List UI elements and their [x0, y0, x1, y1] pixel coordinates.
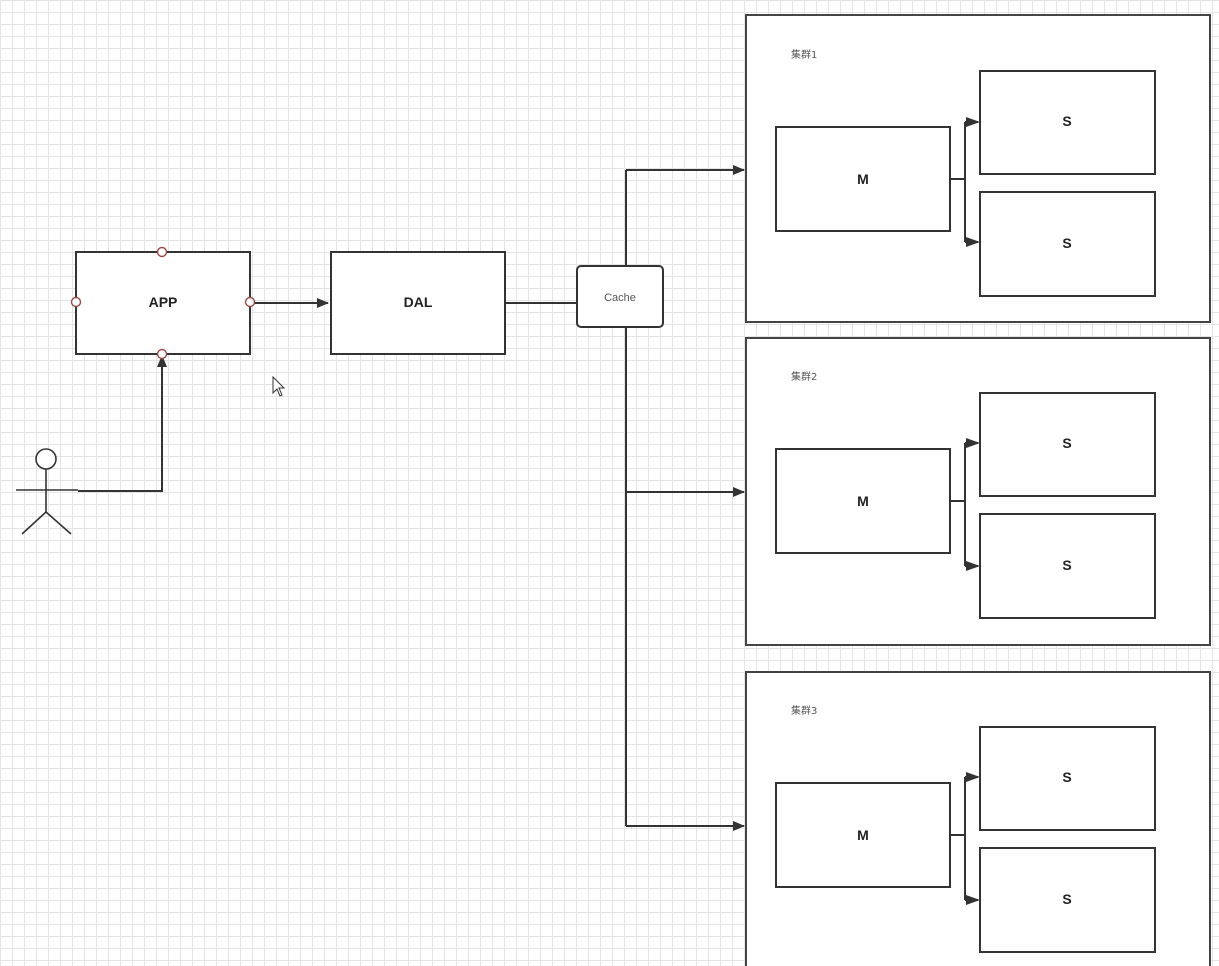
cluster-2-slave-2-label: S	[1062, 557, 1071, 573]
cluster-3-slave-node-2[interactable]	[979, 847, 1156, 953]
connection-handle-left[interactable]	[70, 296, 82, 308]
cluster-2-master-node[interactable]	[775, 448, 951, 554]
cluster-3-master-node[interactable]	[775, 782, 951, 888]
cluster-3-slave-node-1[interactable]	[979, 726, 1156, 831]
cluster-2[interactable]: 集群2 M S S	[745, 337, 1211, 646]
cluster-3[interactable]: 集群3 M S S	[745, 671, 1211, 966]
cluster-2-slave-node-2[interactable]	[979, 513, 1156, 619]
cluster-1-slave-2-label: S	[1062, 235, 1071, 251]
cluster-1-slave-1-label: S	[1062, 113, 1071, 129]
dal-node[interactable]: DAL	[330, 251, 506, 355]
app-node-label: APP	[149, 294, 178, 310]
cluster-2-replication-connector[interactable]	[951, 442, 978, 567]
mouse-cursor-icon	[272, 375, 286, 397]
cluster-3-slave-2-label: S	[1062, 891, 1071, 907]
cluster-3-slave-1-label: S	[1062, 769, 1071, 785]
cluster-2-title: 集群2	[791, 370, 817, 383]
cluster-3-master-label: M	[857, 827, 869, 843]
app-node[interactable]: APP	[70, 246, 256, 360]
cluster-1-master-node[interactable]	[775, 126, 951, 232]
cache-node-label: Cache	[604, 292, 636, 304]
cache-node[interactable]: Cache	[576, 265, 664, 328]
cluster-1-slave-node-2[interactable]	[979, 191, 1156, 297]
connection-handle-top[interactable]	[156, 246, 168, 258]
cluster-1-replication-connector[interactable]	[951, 121, 978, 243]
cluster-2-slave-1-label: S	[1062, 435, 1071, 451]
cluster-3-replication-connector[interactable]	[951, 776, 978, 901]
cluster-1[interactable]: 集群1 M S S	[745, 14, 1211, 323]
connection-handle-right[interactable]	[244, 296, 256, 308]
dal-node-label: DAL	[404, 294, 433, 310]
cluster-3-title: 集群3	[791, 704, 817, 717]
connection-handle-bottom[interactable]	[156, 348, 168, 360]
cluster-1-title: 集群1	[791, 48, 817, 61]
connector-user-app[interactable]	[78, 355, 167, 492]
cluster-1-slave-node-1[interactable]	[979, 70, 1156, 175]
user-actor-icon[interactable]	[16, 448, 78, 535]
cluster-2-master-label: M	[857, 493, 869, 509]
cluster-2-slave-node-1[interactable]	[979, 392, 1156, 497]
cluster-1-master-label: M	[857, 171, 869, 187]
